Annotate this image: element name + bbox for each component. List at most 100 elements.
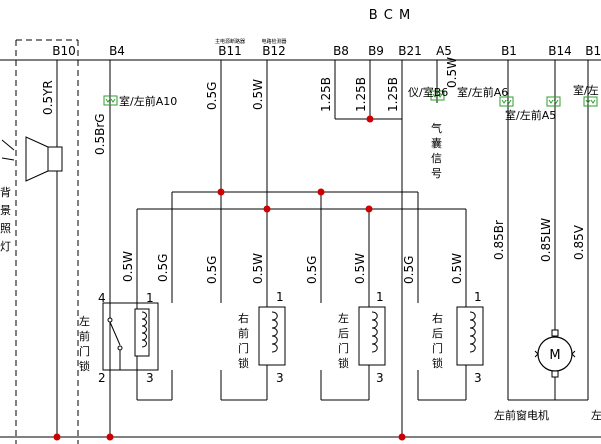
pin-a5: A5 xyxy=(436,44,452,58)
svg-text:3: 3 xyxy=(376,371,384,385)
svg-text:右: 右 xyxy=(432,311,443,325)
svg-text:前: 前 xyxy=(79,329,90,343)
window-motor: M xyxy=(534,329,576,378)
svg-text:后: 后 xyxy=(338,327,349,340)
wire-b4: 0.5BrG xyxy=(93,113,107,155)
svg-text:1: 1 xyxy=(276,290,284,304)
wire-lock3-left: 0.5G xyxy=(305,256,319,284)
door-lock-right-rear: 1 3 xyxy=(456,290,484,385)
svg-text:2: 2 xyxy=(98,371,106,385)
svg-text:1: 1 xyxy=(474,290,482,304)
pin-b14: B14 xyxy=(548,44,572,58)
door-lock-left-front: 4 1 2 3 xyxy=(98,291,159,385)
svg-text:3: 3 xyxy=(474,371,482,385)
door-lock-right-front: 1 3 xyxy=(258,290,286,385)
wire-lock1-left: 0.5W xyxy=(121,251,135,282)
svg-text:室/左前A10: 室/左前A10 xyxy=(119,94,177,108)
module-title: B C M xyxy=(369,8,411,23)
pin-note-b11: 主电源断路器 xyxy=(215,38,245,45)
svg-text:锁: 锁 xyxy=(238,356,249,370)
svg-text:门: 门 xyxy=(79,344,90,358)
pin-b15: B15 xyxy=(585,44,601,58)
door-lock-left-rear: 1 3 xyxy=(358,290,386,385)
splice-dots xyxy=(53,115,406,441)
left-partial-label: 背 景 照 灯 xyxy=(0,185,11,253)
svg-text:背: 背 xyxy=(0,185,11,199)
svg-text:4: 4 xyxy=(98,291,106,305)
svg-text:前: 前 xyxy=(238,326,249,340)
wire-b15: 0.85V xyxy=(572,224,586,260)
wire-b14: 0.85LW xyxy=(539,218,553,262)
connector-b14: 室/左前A5 xyxy=(505,96,561,122)
connector-b15: 室/左 xyxy=(573,83,599,107)
svg-text:室/左: 室/左 xyxy=(573,83,599,97)
svg-text:左: 左 xyxy=(338,312,349,325)
wire-b10: 0.5YR xyxy=(41,80,55,115)
wire-lock2-left: 0.5G xyxy=(205,256,219,284)
svg-text:左: 左 xyxy=(79,315,90,328)
svg-text:照: 照 xyxy=(0,222,11,235)
svg-text:3: 3 xyxy=(276,371,284,385)
vertical-wires xyxy=(56,60,589,437)
connector-tags: 室/左前A10 仪/室B6 室/左前A6 室/左前A5 室/左 xyxy=(103,83,599,122)
svg-text:景: 景 xyxy=(0,204,11,217)
distribution-buses xyxy=(136,191,467,303)
svg-text:后: 后 xyxy=(432,327,443,340)
wire-b12: 0.5W xyxy=(251,79,265,110)
wire-a5: 0.5W xyxy=(445,57,459,88)
lock4-label: 右 后 门 锁 xyxy=(432,311,443,370)
wire-b21: 1.25B xyxy=(386,77,400,112)
svg-text:室/左前A6: 室/左前A6 xyxy=(457,85,508,99)
airbag-signal-label: 气 囊 信 号 xyxy=(431,121,442,180)
svg-text:锁: 锁 xyxy=(79,359,90,373)
left-module-frame xyxy=(15,39,79,444)
pin-note-b12: 电路检测器 xyxy=(261,38,286,45)
pin-b9: B9 xyxy=(368,44,384,58)
svg-text:门: 门 xyxy=(238,341,249,355)
svg-text:室/左前A5: 室/左前A5 xyxy=(505,108,556,122)
svg-text:信: 信 xyxy=(431,152,442,165)
connector-b1: 室/左前A6 xyxy=(457,85,514,107)
svg-text:号: 号 xyxy=(431,167,442,180)
svg-text:气: 气 xyxy=(431,121,442,135)
lock1-label: 左 前 门 锁 xyxy=(79,315,90,373)
lock-return-wires xyxy=(110,369,467,401)
pin-b21: B21 xyxy=(398,44,422,58)
svg-text:1: 1 xyxy=(146,291,154,305)
wire-lock4-right: 0.5W xyxy=(450,253,464,284)
wire-b11: 0.5G xyxy=(205,82,219,110)
wire-b8: 1.25B xyxy=(319,77,333,112)
wire-lock2-right: 0.5W xyxy=(251,253,265,284)
wire-labels: 0.5YR 0.5BrG 0.5G 0.5W 1.25B 1.25B 1.25B… xyxy=(41,57,586,284)
wire-lock3-right: 0.5W xyxy=(353,253,367,284)
svg-text:门: 门 xyxy=(432,341,443,355)
motor-symbol: M xyxy=(549,348,560,363)
pin-b12: B12 xyxy=(262,44,286,58)
pin-b10: B10 xyxy=(52,44,76,58)
svg-text:门: 门 xyxy=(338,341,349,355)
motor-label: 左前窗电机 xyxy=(494,408,549,422)
wire-b1: 0.85Br xyxy=(492,220,506,260)
svg-text:囊: 囊 xyxy=(431,136,442,150)
svg-text:锁: 锁 xyxy=(432,356,443,370)
wire-lock1-right: 0.5G xyxy=(156,254,170,282)
svg-text:锁: 锁 xyxy=(338,356,349,370)
right-partial-label: 左 xyxy=(591,409,601,422)
connector-a5: 仪/室B6 xyxy=(408,85,448,101)
pin-b8: B8 xyxy=(333,44,349,58)
pin-b1: B1 xyxy=(501,44,517,58)
wire-lock4-left: 0.5G xyxy=(402,256,416,284)
svg-text:右: 右 xyxy=(238,311,249,325)
pin-b4: B4 xyxy=(109,44,125,58)
speaker-icon xyxy=(1,136,63,182)
svg-text:仪/室B6: 仪/室B6 xyxy=(408,85,448,99)
connector-b4: 室/左前A10 xyxy=(103,94,177,108)
svg-text:1: 1 xyxy=(376,290,384,304)
svg-text:灯: 灯 xyxy=(0,240,11,253)
pin-b11: B11 xyxy=(218,44,242,58)
lock3-label: 左 后 门 锁 xyxy=(338,312,349,370)
lock2-label: 右 前 门 锁 xyxy=(238,311,249,370)
wire-b9: 1.25B xyxy=(354,77,368,112)
svg-text:3: 3 xyxy=(146,371,154,385)
